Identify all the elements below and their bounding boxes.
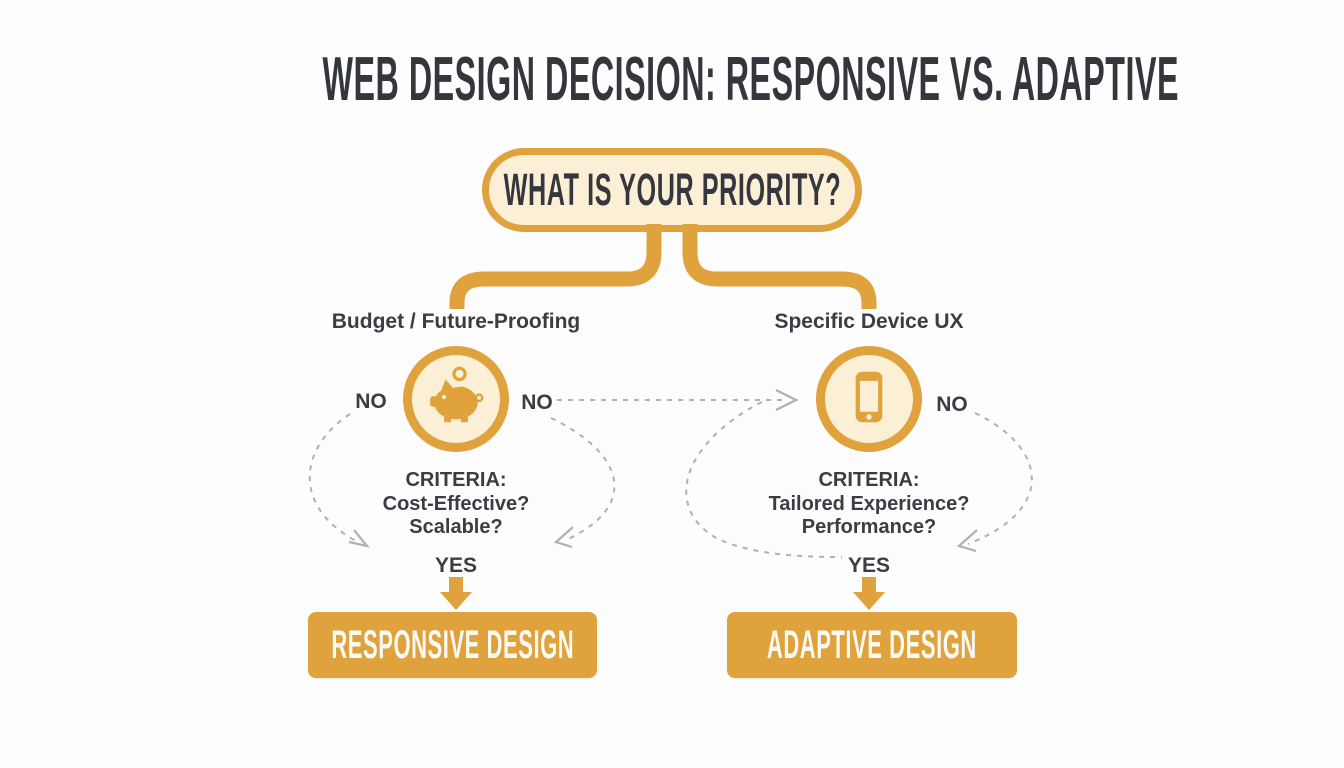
criteria-right-line1: Tailored Experience?	[768, 492, 970, 515]
budget-node	[403, 346, 509, 452]
no-label-left-inner: NO	[521, 391, 553, 414]
no-label-left-outer: NO	[355, 390, 387, 413]
branch-connector-right	[682, 224, 877, 309]
yes-label-left: YES	[434, 554, 478, 577]
smartphone-icon	[834, 362, 904, 437]
arrowhead-horizontal	[775, 389, 799, 411]
result-adaptive-label: ADAPTIVE DESIGN	[767, 622, 977, 667]
question-label: WHAT IS YOUR PRIORITY?	[503, 164, 841, 215]
page-title: WEB DESIGN DECISION: RESPONSIVE VS. ADAP…	[322, 45, 1180, 114]
criteria-left-line2: Scalable?	[409, 516, 503, 538]
question-node: WHAT IS YOUR PRIORITY?	[482, 148, 862, 232]
branch-connector-left	[449, 224, 662, 309]
criteria-right: CRITERIA: Tailored Experience? Performan…	[709, 469, 1029, 540]
device-node	[816, 346, 922, 452]
branch-label-left: Budget / Future-Proofing	[331, 310, 581, 333]
branch-label-right: Specific Device UX	[774, 310, 964, 333]
result-responsive: RESPONSIVE DESIGN	[308, 612, 597, 678]
yes-label-right: YES	[847, 554, 891, 577]
yes-arrow-right	[853, 577, 885, 610]
criteria-right-title: CRITERIA:	[818, 469, 920, 491]
branch-connector	[449, 224, 877, 309]
yes-arrow-left	[440, 577, 472, 610]
criteria-left-title: CRITERIA:	[405, 469, 507, 491]
result-responsive-label: RESPONSIVE DESIGN	[331, 622, 574, 667]
no-label-right: NO	[936, 393, 968, 416]
piggy-bank-icon	[421, 362, 491, 437]
criteria-left-line1: Cost-Effective?	[382, 492, 530, 515]
criteria-right-line2: Performance?	[801, 516, 937, 538]
result-adaptive: ADAPTIVE DESIGN	[727, 612, 1017, 678]
criteria-left: CRITERIA: Cost-Effective? Scalable?	[296, 469, 616, 540]
yes-arrows	[440, 577, 885, 610]
